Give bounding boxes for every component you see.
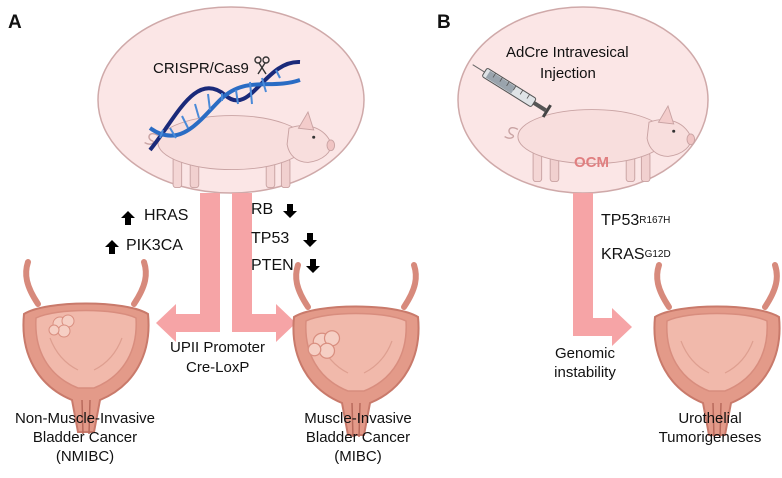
injection-label-1: AdCre Intravesical	[506, 44, 629, 61]
creloxp-label: Cre-LoxP	[186, 359, 250, 376]
scissors-icon	[254, 56, 270, 75]
dna-helix-icon	[148, 59, 301, 152]
urothelial-caption: Urothelial Tumorigeneses	[658, 410, 762, 446]
up-arrow-icon	[105, 240, 119, 254]
down-arrow-icon	[283, 204, 297, 218]
syringe-icon	[472, 64, 552, 118]
gene-pten: PTEN	[251, 257, 294, 274]
crispr-label: CRISPR/Cas9	[153, 60, 249, 77]
gene-rb: RB	[251, 201, 274, 218]
genomic-instability-label: Genomic instability	[554, 345, 616, 381]
injection-label-2: Injection	[540, 65, 596, 82]
promoter-label: UPII Promoter	[170, 339, 266, 356]
down-arrow-icon	[306, 259, 320, 273]
gene-pik3ca: PIK3CA	[126, 237, 183, 254]
mibc-caption: Muscle-Invasive Bladder Cancer (MIBC)	[304, 410, 412, 465]
panel-b-flow-arrow	[573, 193, 632, 346]
panel-label-b: B	[437, 12, 451, 33]
nmibc-caption: Non-Muscle-Invasive Bladder Cancer (NMIB…	[14, 410, 156, 465]
down-arrow-icon	[303, 233, 317, 247]
gene-tp53: TP53	[251, 230, 290, 247]
panel-label-a: A	[8, 12, 22, 33]
gene-hras: HRAS	[144, 207, 189, 224]
up-arrow-icon	[121, 211, 135, 225]
ocm-label: OCM	[574, 154, 609, 171]
panel-a-flow-arrows	[156, 193, 296, 342]
